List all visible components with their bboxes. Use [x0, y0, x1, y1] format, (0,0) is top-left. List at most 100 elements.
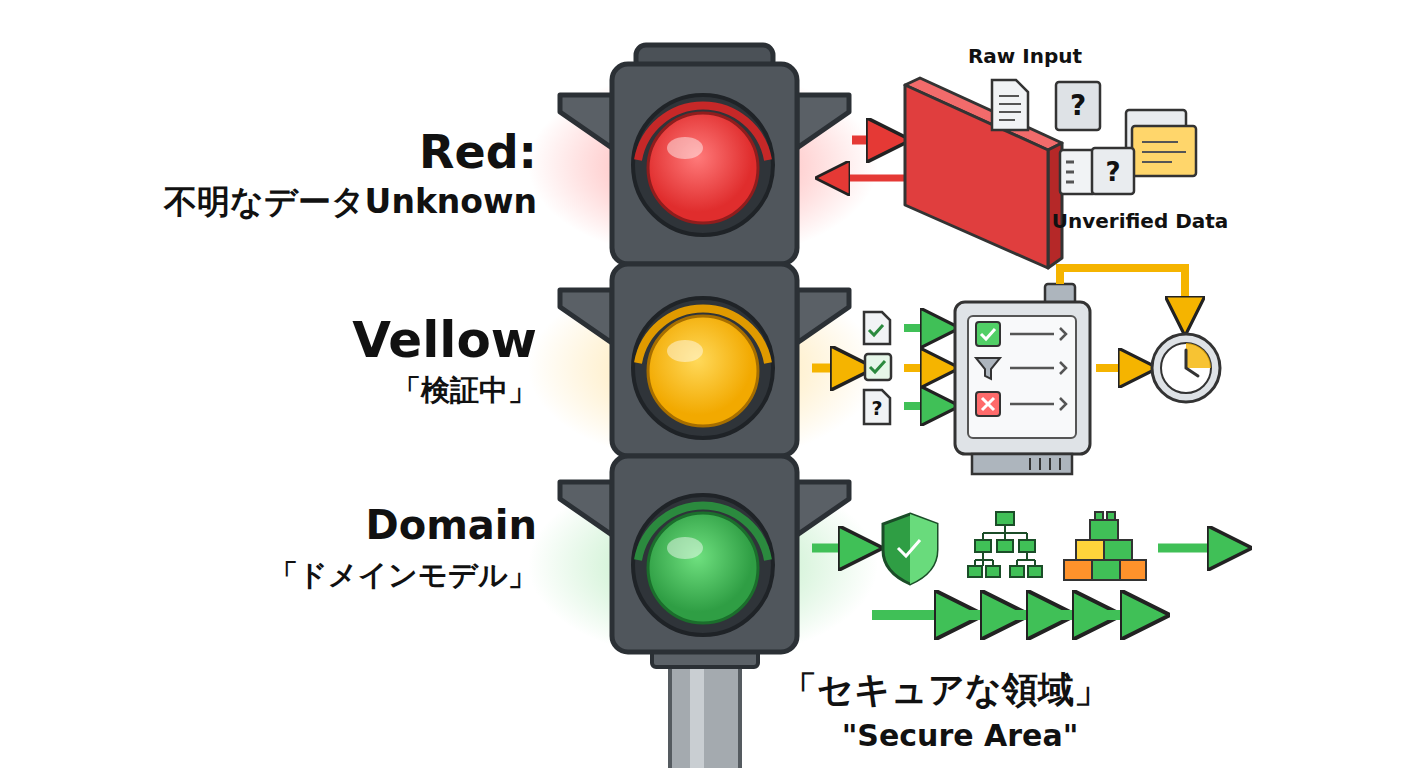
- yellow-glow: [528, 273, 878, 463]
- flow-arrow: [968, 610, 1000, 620]
- unknown-document: [1092, 148, 1134, 194]
- pole-highlight: [690, 660, 704, 768]
- document-icon: [1060, 150, 1096, 194]
- flow-arrow: [872, 610, 954, 620]
- block-stud: [1107, 512, 1115, 520]
- block-stud: [1095, 512, 1103, 520]
- panel-lines: [1010, 328, 1066, 410]
- lamp-label: Vellow: [352, 313, 537, 368]
- flow-arrow: [1060, 610, 1092, 620]
- clock-hands: [1186, 350, 1198, 376]
- building-blocks: [1064, 512, 1146, 580]
- lamp-ring: [633, 298, 773, 438]
- lamp-caption: 「検証中」: [392, 375, 537, 407]
- area-label: "Secure Area": [842, 719, 1079, 752]
- illustration-label: Raw Input: [968, 45, 1082, 67]
- base-vents: [1030, 458, 1060, 470]
- filter-funnel: [976, 358, 1000, 379]
- clock-face: [1161, 343, 1211, 393]
- green-arrow: [812, 544, 856, 553]
- side-wing: [797, 482, 849, 535]
- document-lines: [1066, 162, 1074, 182]
- fail-box: [976, 392, 1000, 416]
- question-mark: ?: [1070, 91, 1086, 122]
- check-mark: [981, 329, 995, 339]
- tree-node: [1028, 566, 1042, 577]
- lamp-highlight: [667, 537, 703, 559]
- yellow-arrow: [812, 364, 848, 373]
- hierarchy-icon: [968, 512, 1042, 577]
- yellow-illustration: [812, 268, 1220, 474]
- side-wing: [560, 482, 612, 535]
- document-icon: [992, 80, 1028, 130]
- yellow-arrow: [1096, 364, 1134, 372]
- lamp-caption: 「ドメインモデル」: [269, 560, 537, 592]
- tree-node: [975, 540, 991, 552]
- lamp-label: Red:: [419, 127, 537, 178]
- tree-links: [975, 525, 1035, 566]
- shield-check: [898, 538, 920, 556]
- side-wing: [560, 290, 612, 343]
- green-arrow: [904, 324, 936, 332]
- folder-front: [1132, 126, 1196, 176]
- block: [1092, 560, 1120, 580]
- side-wing: [797, 290, 849, 343]
- lamp-highlight: [667, 340, 703, 362]
- check-box: [865, 354, 891, 380]
- pole-shaft: [670, 655, 740, 768]
- flow-arrow: [1014, 610, 1046, 620]
- check-mark: [870, 361, 885, 372]
- document-lines: [999, 96, 1021, 120]
- pass-box: [976, 322, 1000, 346]
- question-mark: ?: [1105, 158, 1120, 187]
- yellow-arrow: [904, 364, 936, 372]
- block: [1120, 560, 1146, 580]
- signal-housing: [560, 45, 849, 652]
- flow-arrow: [1106, 610, 1140, 620]
- side-wing: [560, 95, 612, 148]
- red-lamp: [648, 113, 758, 223]
- question-mark: ?: [871, 398, 882, 419]
- red-illustration: [836, 78, 1196, 268]
- tree-node: [1019, 540, 1035, 552]
- machine-panel: [968, 316, 1076, 438]
- tree-node: [1010, 566, 1024, 577]
- lamp-highlight: [667, 137, 703, 159]
- pole: [652, 645, 758, 768]
- green-glow: [528, 470, 878, 660]
- document-icon: [864, 390, 890, 424]
- check-mark: [869, 325, 883, 335]
- green-arrow: [1158, 544, 1225, 553]
- side-wing: [797, 95, 849, 148]
- tree-node: [997, 540, 1013, 552]
- clock-sector: [1186, 343, 1211, 368]
- lamps: [633, 95, 773, 635]
- block: [1076, 540, 1104, 560]
- block: [1104, 540, 1132, 560]
- lamp-label: Domain: [365, 503, 537, 547]
- red-arrow: [852, 136, 884, 145]
- tree-node: [986, 566, 1000, 577]
- housing-section: [612, 264, 797, 456]
- folder-lines: [1142, 142, 1186, 162]
- yellow-lamp: [648, 316, 758, 426]
- green-illustration: [812, 512, 1225, 615]
- lamp-caption: 不明なデータUnknown: [164, 184, 537, 220]
- block: [1064, 560, 1092, 580]
- clock-icon: [1152, 334, 1220, 402]
- validator-machine: [955, 302, 1090, 454]
- tree-node: [996, 512, 1014, 525]
- lamp-ring: [633, 95, 773, 235]
- tree-node: [968, 566, 982, 577]
- shield-icon: [883, 514, 937, 584]
- x-mark: [982, 398, 994, 410]
- machine-base: [972, 454, 1072, 474]
- housing-section: [612, 456, 797, 652]
- red-glow: [528, 70, 878, 260]
- housing-section: [612, 64, 797, 264]
- lamp-glows: [528, 70, 878, 660]
- lamp-ring: [633, 495, 773, 635]
- green-arrow: [904, 402, 936, 410]
- area-label: 「セキュアな領域」: [781, 670, 1110, 710]
